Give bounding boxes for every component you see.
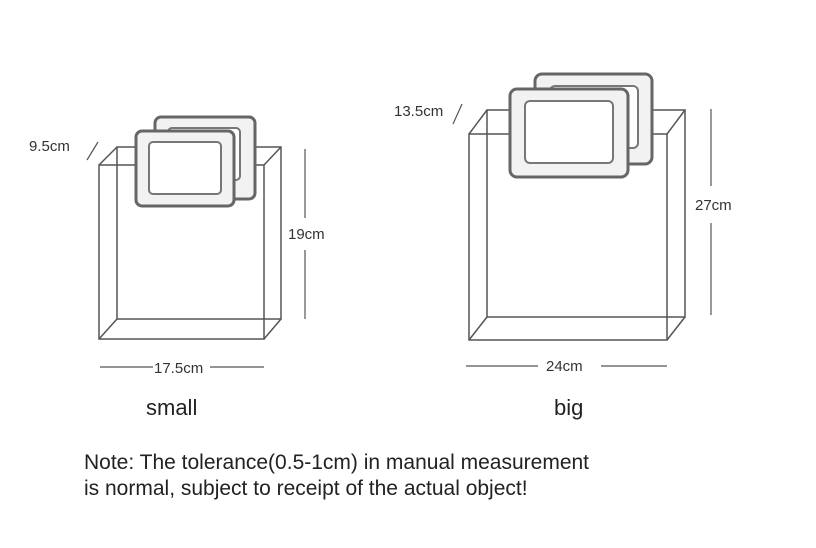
small-width-label: 17.5cm xyxy=(154,360,204,377)
big-width-label: 24cm xyxy=(546,358,583,375)
small-bag-drawing xyxy=(86,115,306,368)
small-depth-label: 9.5cm xyxy=(29,138,70,155)
big-depth-label: 13.5cm xyxy=(394,103,444,120)
big-bag-title: big xyxy=(554,395,584,420)
note-line-1: Note: The tolerance(0.5-1cm) in manual m… xyxy=(84,451,590,474)
tolerance-note: Note: The tolerance(0.5-1cm) in manual m… xyxy=(84,450,589,502)
big-height-label: 27cm xyxy=(695,197,732,214)
small-height-label: 19cm xyxy=(288,226,325,243)
small-bag-title: small xyxy=(146,395,198,420)
note-line-2: is normal, subject to receipt of the act… xyxy=(84,477,528,500)
big-bag-drawing xyxy=(452,72,712,367)
